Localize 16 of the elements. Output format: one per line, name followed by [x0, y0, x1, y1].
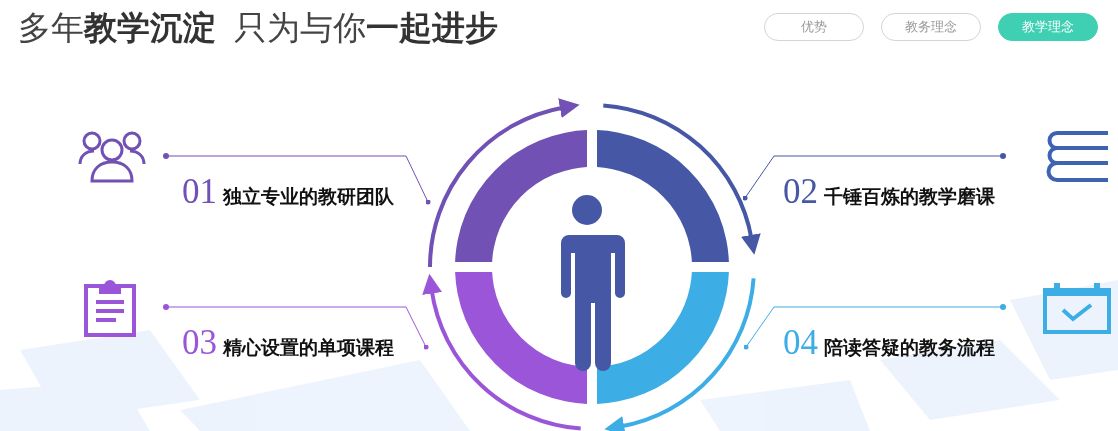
item-title: 独立专业的教研团队	[223, 185, 394, 209]
page-title: 多年教学沉淀 只为与你一起进步	[18, 8, 499, 48]
tab-button: 教学理念	[998, 13, 1098, 41]
item-title: 精心设置的单项课程	[223, 336, 394, 360]
leader-line	[405, 306, 429, 350]
item-number: 01	[182, 172, 217, 212]
leader-line	[405, 155, 431, 205]
item-title: 陪读答疑的教务流程	[824, 336, 995, 360]
item-title: 千锤百炼的教学磨课	[824, 185, 995, 209]
item-number: 04	[783, 323, 818, 363]
tab-button: 优势	[764, 13, 864, 41]
item-number: 02	[783, 172, 818, 212]
item-number: 03	[182, 323, 217, 363]
tab-button: 教务理念	[881, 13, 981, 41]
leader-line	[742, 155, 775, 201]
leader-line	[743, 306, 775, 350]
